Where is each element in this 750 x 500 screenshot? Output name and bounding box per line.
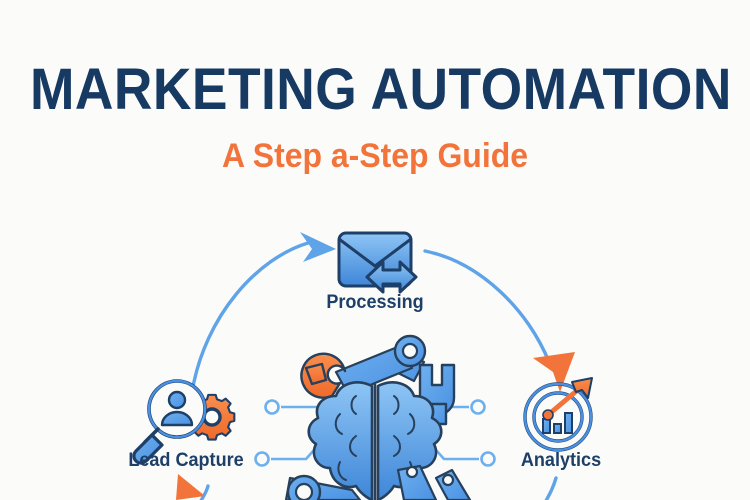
connector-analytics-to-lead [176,474,558,500]
node-label-lead-capture: Lead Capture [128,450,244,471]
robot-arm-lower-icon [284,464,472,500]
node-label-analytics: Analytics [520,450,602,471]
page-subtitle: A Step a-Step Guide [221,137,529,175]
connector-processing-to-analytics [423,249,575,392]
node-lead-capture-icon[interactable] [132,379,236,465]
connector-lead-to-processing [190,232,336,394]
page-title: MARKETING AUTOMATION [30,57,732,122]
node-processing-icon[interactable] [337,231,418,294]
node-analytics-icon[interactable] [523,377,593,452]
ai-brain-icon [307,381,443,500]
node-label-processing: Processing [326,292,424,313]
heading-block: MARKETING AUTOMATION A Step a-Step Guide [0,60,750,176]
